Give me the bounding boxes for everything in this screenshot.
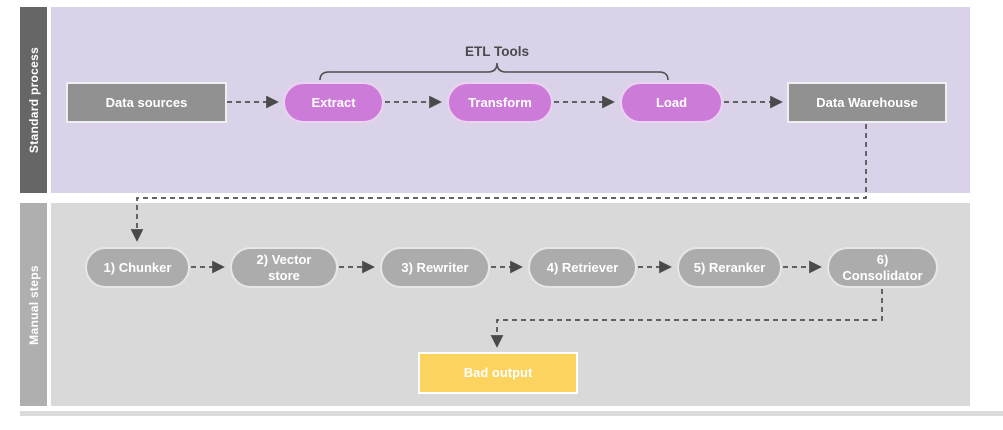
node-extract[interactable]: Extract [283,82,384,123]
node-bad-output[interactable]: Bad output [418,352,578,394]
node-retriever-label: 4) Retriever [546,259,619,275]
node-rewriter-label: 3) Rewriter [401,259,469,275]
node-bad-output-label: Bad output [463,365,533,381]
node-transform-label: Transform [468,94,532,110]
node-chunker-label: 1) Chunker [103,259,172,275]
node-chunker[interactable]: 1) Chunker [85,247,190,288]
node-data-warehouse[interactable]: Data Warehouse [787,82,947,123]
etl-tools-group-label: ETL Tools [465,44,529,59]
node-vector-store[interactable]: 2) Vector store [230,247,338,288]
connector-consolidator-to-bad-output [490,289,883,348]
node-consolidator-label: 6) Consolidator [842,252,923,283]
node-data-warehouse-label: Data Warehouse [816,94,918,110]
node-consolidator[interactable]: 6) Consolidator [827,247,938,288]
canvas-bottom-rule [20,411,1003,416]
lane-bar-manual-steps: Manual steps [20,203,47,406]
node-extract-label: Extract [311,94,356,110]
etl-tools-brace [319,62,669,81]
node-reranker[interactable]: 5) Reranker [677,247,782,288]
node-data-sources-label: Data sources [105,94,188,110]
node-retriever[interactable]: 4) Retriever [528,247,637,288]
node-transform[interactable]: Transform [447,82,553,123]
node-reranker-label: 5) Reranker [693,259,766,275]
node-load[interactable]: Load [620,82,723,123]
node-load-label: Load [655,94,688,110]
connector-data-warehouse-to-chunker [130,124,867,242]
node-rewriter[interactable]: 3) Rewriter [380,247,490,288]
node-vector-store-label: 2) Vector store [256,252,312,283]
lane-bar-standard-process: Standard process [20,7,47,193]
node-data-sources[interactable]: Data sources [66,82,227,123]
